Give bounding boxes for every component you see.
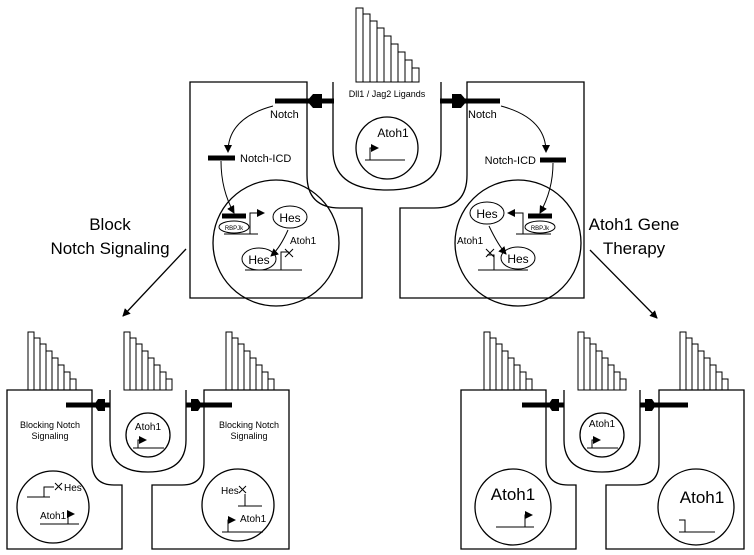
br-ligand-left-icon [548, 399, 559, 411]
br-hair-cell [563, 390, 641, 473]
right-hes-label-top: Hes [476, 207, 497, 221]
br-left-cell [460, 389, 577, 550]
top-left-cell [189, 81, 363, 299]
ligands-label: Dll1 / Jag2 Ligands [349, 89, 426, 99]
left-icd-nucleus-arrow [220, 160, 235, 214]
bl-hair-atoh1-gene [133, 440, 164, 449]
right-icd-arrow [500, 105, 550, 153]
right-notch-label: Notch [468, 109, 497, 121]
top-cluster: Dll1 / Jag2 Ligands Atoh1 Notch Notch No… [189, 7, 585, 307]
br-hair-nucleus [579, 412, 625, 458]
gene-therapy-title-line2: Therapy [603, 239, 666, 258]
right-rbpjk-label: RBPJk [531, 226, 550, 232]
bl-left-atoh1-gene [40, 514, 79, 525]
right-hes-feedback-arrow [488, 225, 507, 255]
left-notch-icd-label: Notch-ICD [240, 153, 291, 165]
gene-therapy-arrow [589, 249, 658, 319]
bl-bundle-center [123, 331, 173, 391]
right-notch-icd-label: Notch-ICD [485, 155, 536, 167]
left-icd-arrow [224, 105, 274, 153]
bl-bundle-right [225, 331, 275, 391]
br-right-nucleus [657, 468, 735, 546]
bl-bundle-left [27, 331, 77, 391]
right-supporting-nucleus [454, 179, 582, 307]
left-notch-label: Notch [270, 109, 299, 121]
bl-left-nucleus [16, 470, 90, 544]
bl-right-nucleus [201, 468, 275, 542]
bl-hair-nucleus [125, 412, 171, 458]
block-notch-title-line1: Block [89, 215, 131, 234]
bl-right-hes-gene [238, 494, 262, 507]
br-hair-atoh1-gene [587, 440, 618, 449]
left-rbpjk-label: RBPJk [225, 226, 244, 232]
br-right-atoh1-label: Atoh1 [680, 488, 724, 507]
left-atoh1-gene-blocked [245, 251, 302, 271]
bl-left-hes-label: Hes [64, 483, 82, 494]
bottom-left-cluster: Atoh1 Blocking Notch Signaling Blocking … [6, 331, 290, 550]
top-hair-cell [332, 82, 442, 191]
bl-left-cell [6, 389, 123, 550]
br-bundle-center [577, 331, 627, 391]
top-right-cell [399, 81, 585, 299]
bl-hair-atoh1-label: Atoh1 [135, 422, 162, 433]
block-notch-arrow [122, 248, 187, 317]
bl-hair-cell [109, 390, 187, 473]
atoh1-gene-promoter [365, 148, 405, 161]
br-left-atoh1-label: Atoh1 [491, 485, 535, 504]
hair-cell-nucleus [355, 116, 419, 180]
left-supporting-nucleus [212, 179, 340, 307]
br-right-cell [605, 389, 745, 550]
bottom-right-cluster: Atoh1 Atoh1 Atoh1 [460, 331, 745, 550]
br-left-atoh1-gene [496, 515, 534, 528]
left-hes-label-bottom: Hes [248, 253, 269, 267]
right-rbpjk-icon [524, 220, 556, 234]
right-hes-gene [508, 213, 551, 235]
br-ligand-right-icon [645, 399, 656, 411]
left-hes-label-top: Hes [279, 211, 300, 225]
gene-therapy-title-line1: Atoh1 Gene [589, 215, 680, 234]
bl-ligand-right-icon [191, 399, 202, 411]
right-hes-label-bottom: Hes [507, 252, 528, 266]
bl-right-atoh1-gene [222, 520, 263, 533]
right-ligand-icon [452, 94, 467, 108]
right-atoh1-gene-label: Atoh1 [457, 236, 484, 247]
bl-blocking-left-line2: Signaling [31, 431, 68, 441]
right-icd-nucleus-arrow [539, 162, 554, 214]
bl-blocking-right-line2: Signaling [230, 431, 267, 441]
br-bundle-left [483, 331, 533, 391]
left-rbpjk-icon [218, 220, 250, 234]
bl-right-hes-label: Hes [221, 486, 239, 497]
block-notch-title-line2: Notch Signaling [50, 239, 169, 258]
left-ligand-icon [307, 94, 322, 108]
br-left-nucleus [474, 468, 552, 546]
bl-right-hes-x-icon [238, 485, 247, 494]
left-hes-feedback-arrow [270, 229, 289, 257]
br-hair-atoh1-label: Atoh1 [589, 419, 616, 430]
top-hair-bundle [355, 7, 420, 83]
bl-right-cell [151, 389, 290, 550]
right-hes-protein-top [469, 201, 505, 225]
bl-right-atoh1-label: Atoh1 [240, 514, 267, 525]
bl-left-hes-x-icon [54, 482, 63, 491]
right-atoh1-gene-blocked [478, 254, 528, 271]
right-block-x-icon [485, 248, 495, 258]
br-bundle-right [679, 331, 729, 391]
left-hes-protein-top [272, 205, 308, 229]
bl-left-atoh1-label: Atoh1 [40, 511, 67, 522]
right-hes-protein-bottom [500, 246, 536, 270]
bl-blocking-right-line1: Blocking Notch [219, 420, 279, 430]
left-block-x-icon [284, 248, 294, 258]
br-right-atoh1-gene [679, 519, 715, 533]
bl-left-hes-gene [27, 486, 54, 498]
left-hes-gene [224, 213, 264, 235]
left-atoh1-gene-label: Atoh1 [290, 236, 317, 247]
bl-blocking-left-line1: Blocking Notch [20, 420, 80, 430]
nucleus-atoh1-label: Atoh1 [377, 126, 409, 140]
bl-ligand-left-icon [94, 399, 105, 411]
